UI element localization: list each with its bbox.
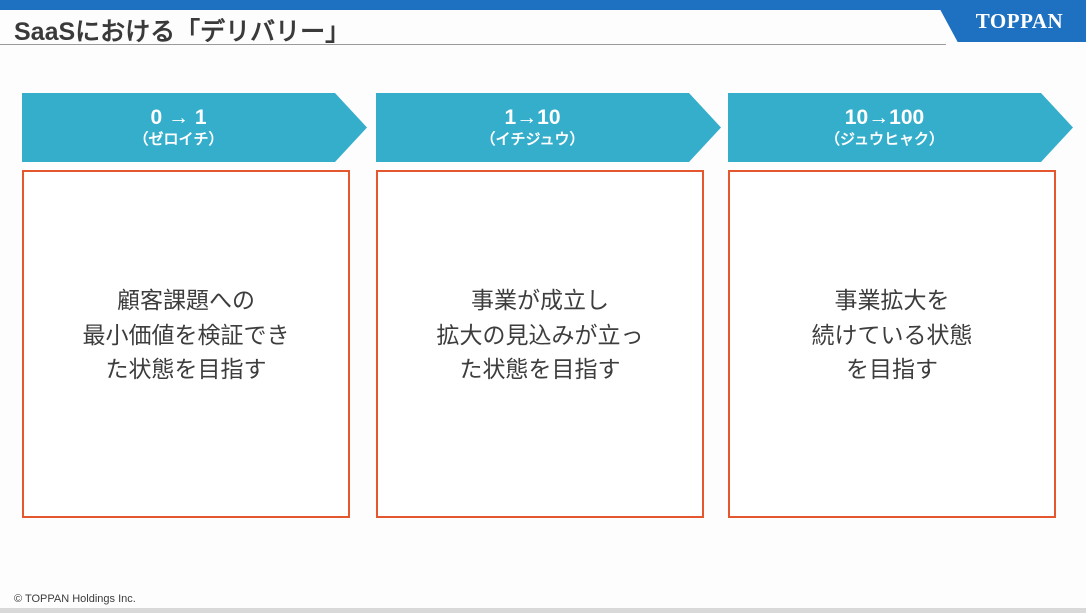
stage-arrow-10-100: 10→100 （ジュウヒャク） [728,93,1073,162]
stage-arrow-sublabel: （ゼロイチ） [133,131,224,149]
stage-arrow-1-10: 1→10 （イチジュウ） [376,93,721,162]
toppan-logo: TOPPAN [935,0,1086,42]
page-title: SaaSにおける「デリバリー」 [14,18,351,46]
toppan-logo-text: TOPPAN [975,8,1064,33]
stage-arrow-label: 1→10 [504,106,561,130]
top-brand-bar [0,0,1086,10]
stage-arrow-0-1: 0 → 1 （ゼロイチ） [22,93,367,162]
stage-column-10-100: 10→100 （ジュウヒャク） 事業拡大を 続けている状態 を目指す [728,0,1073,613]
stage-arrow-label: 0 → 1 [150,106,207,130]
copyright-text: © TOPPAN Holdings Inc. [14,593,136,605]
stage-description-text: 事業が成立し 拡大の見込みが立っ た状態を目指す [436,287,644,383]
stage-column-0-1: 0 → 1 （ゼロイチ） 顧客課題への 最小価値を検証でき た状態を目指す [22,0,367,613]
stage-description-box-0-1: 顧客課題への 最小価値を検証でき た状態を目指す [22,170,350,518]
stage-arrow-sublabel: （ジュウヒャク） [825,131,944,149]
stage-description-text: 事業拡大を 続けている状態 を目指す [811,287,973,383]
bottom-divider-bar [0,608,1086,613]
stage-description-box-1-10: 事業が成立し 拡大の見込みが立っ た状態を目指す [376,170,704,518]
title-underline [0,44,946,45]
stage-arrow-sublabel: （イチジュウ） [480,131,585,149]
stage-arrow-label: 10→100 [844,106,925,130]
stage-column-1-10: 1→10 （イチジュウ） 事業が成立し 拡大の見込みが立っ た状態を目指す [376,0,721,613]
stage-description-text: 顧客課題への 最小価値を検証でき た状態を目指す [82,287,290,383]
stage-description-box-10-100: 事業拡大を 続けている状態 を目指す [728,170,1056,518]
